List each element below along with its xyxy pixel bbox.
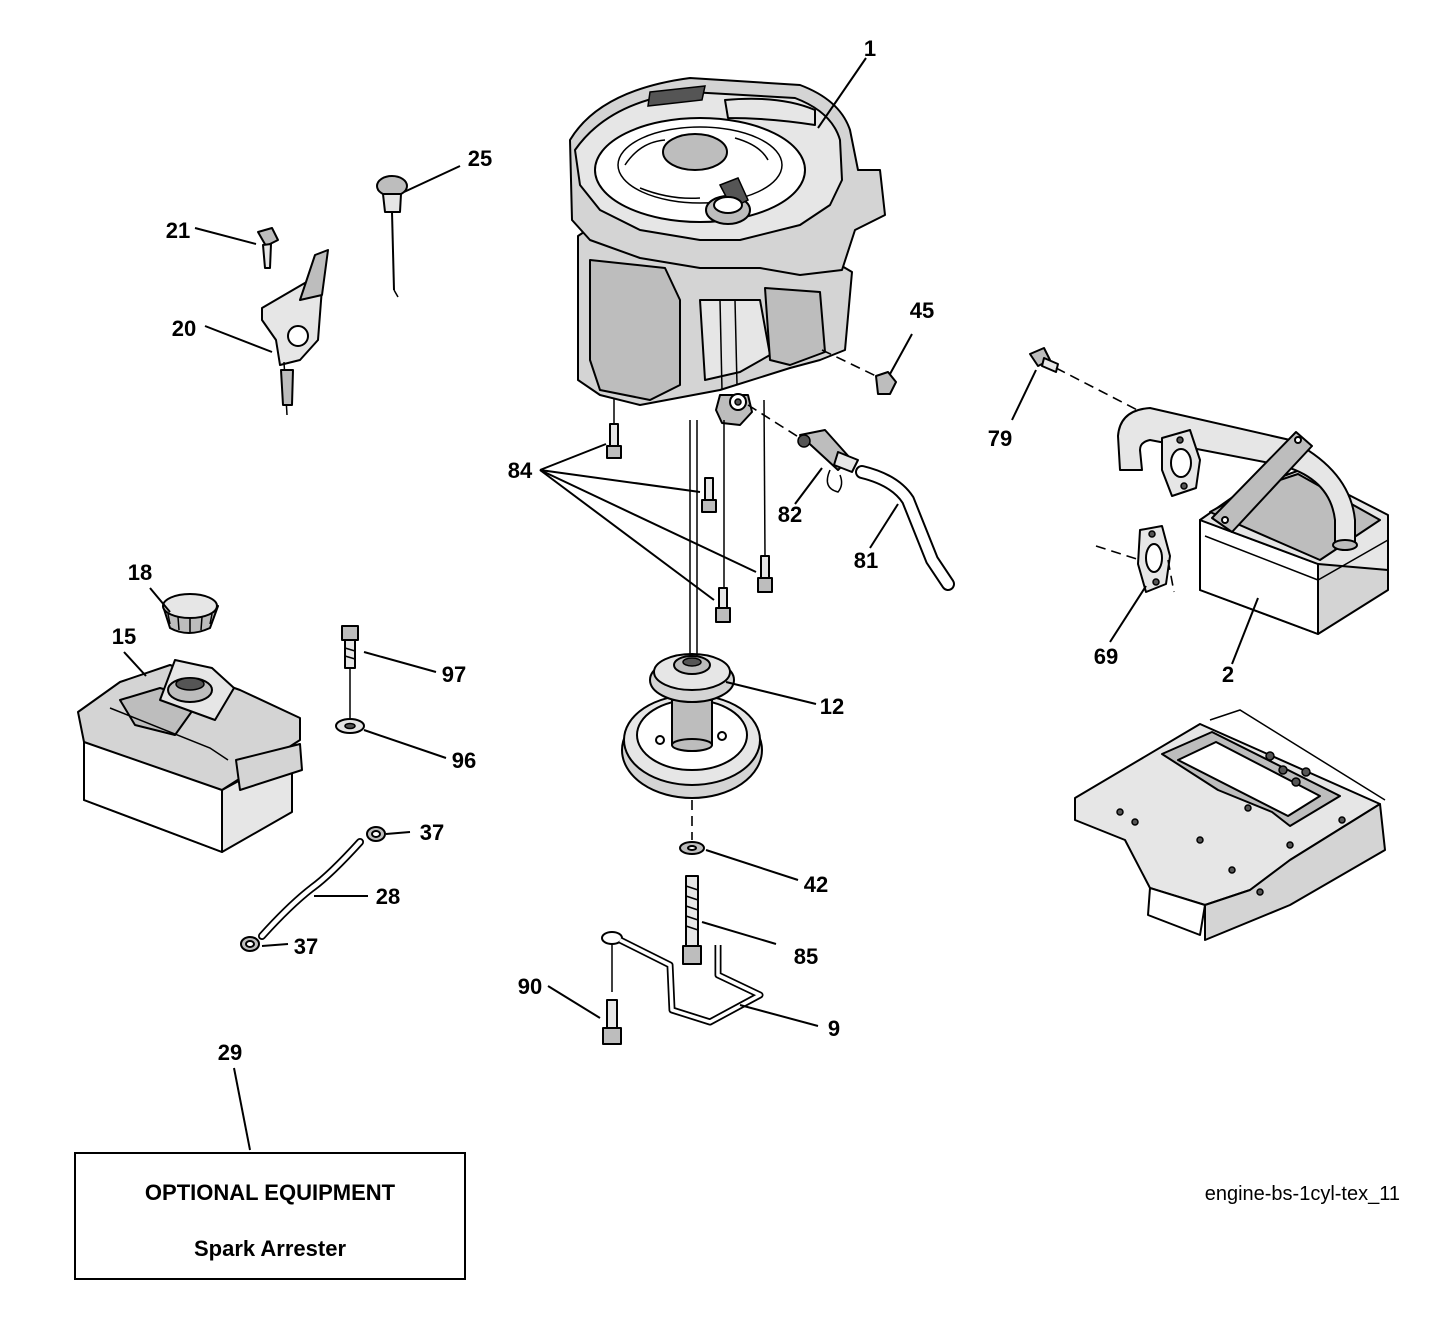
nut-part [875, 371, 897, 395]
callout-12: 12 [820, 694, 844, 719]
callout-9: 9 [828, 1016, 840, 1041]
callout-45: 45 [910, 298, 934, 323]
dipstick-part [376, 175, 408, 298]
figure-reference: engine-bs-1cyl-tex_11 [1205, 1183, 1400, 1205]
rod-part [601, 931, 764, 1026]
callout-82: 82 [778, 502, 802, 527]
engine-part [569, 77, 886, 426]
callout-79: 79 [988, 426, 1012, 451]
fuel-line-part [855, 465, 955, 591]
muffler-part [1117, 407, 1389, 635]
screw-79-part [1029, 347, 1059, 373]
callout-20: 20 [172, 316, 196, 341]
callout-85: 85 [794, 944, 818, 969]
callout-42: 42 [804, 872, 828, 897]
callout-37-bottom: 37 [294, 934, 318, 959]
callout-2: 2 [1222, 662, 1234, 687]
callout-81: 81 [854, 548, 878, 573]
callout-18: 18 [128, 560, 152, 585]
callout-1: 1 [864, 36, 876, 61]
callout-84: 84 [508, 458, 533, 483]
screw-84-a [606, 423, 622, 459]
callout-21: 21 [166, 218, 190, 243]
screw-84-b [701, 477, 717, 513]
callout-25: 25 [468, 146, 492, 171]
callout-69: 69 [1094, 644, 1118, 669]
callout-96: 96 [452, 748, 476, 773]
washer-96-part [335, 718, 365, 734]
callout-28: 28 [376, 884, 400, 909]
exhaust-gasket-top-part [1161, 429, 1201, 497]
callout-15: 15 [112, 624, 136, 649]
bolt-85-part [682, 875, 702, 965]
optional-equipment-box [74, 1152, 466, 1280]
hose-clamp-bottom-part [240, 936, 260, 952]
optional-equipment-title: OPTIONAL EQUIPMENT [145, 1180, 396, 1205]
optional-equipment-item: Spark Arrester [194, 1236, 346, 1261]
callout-29: 29 [218, 1040, 242, 1065]
engine-mount-plate-part [1074, 709, 1386, 941]
callout-97: 97 [442, 662, 466, 687]
washer-42-part [679, 841, 705, 855]
fuel-cap-part [162, 593, 219, 634]
screw-84-c [757, 555, 773, 593]
screw-90-part [602, 999, 622, 1045]
bolt-97-part [341, 625, 359, 669]
fuel-tank-part [77, 659, 303, 853]
callout-37-top: 37 [420, 820, 444, 845]
throttle-bracket-part [261, 249, 329, 416]
fuel-valve-part [797, 429, 859, 493]
bracket-screw-part [257, 227, 279, 269]
pulley-part [621, 653, 763, 799]
hose-clamp-top-part [366, 826, 386, 842]
fuel-hose-part [258, 838, 364, 940]
exhaust-gasket-part [1137, 525, 1171, 593]
callout-90: 90 [518, 974, 542, 999]
screw-84-d [715, 587, 731, 623]
